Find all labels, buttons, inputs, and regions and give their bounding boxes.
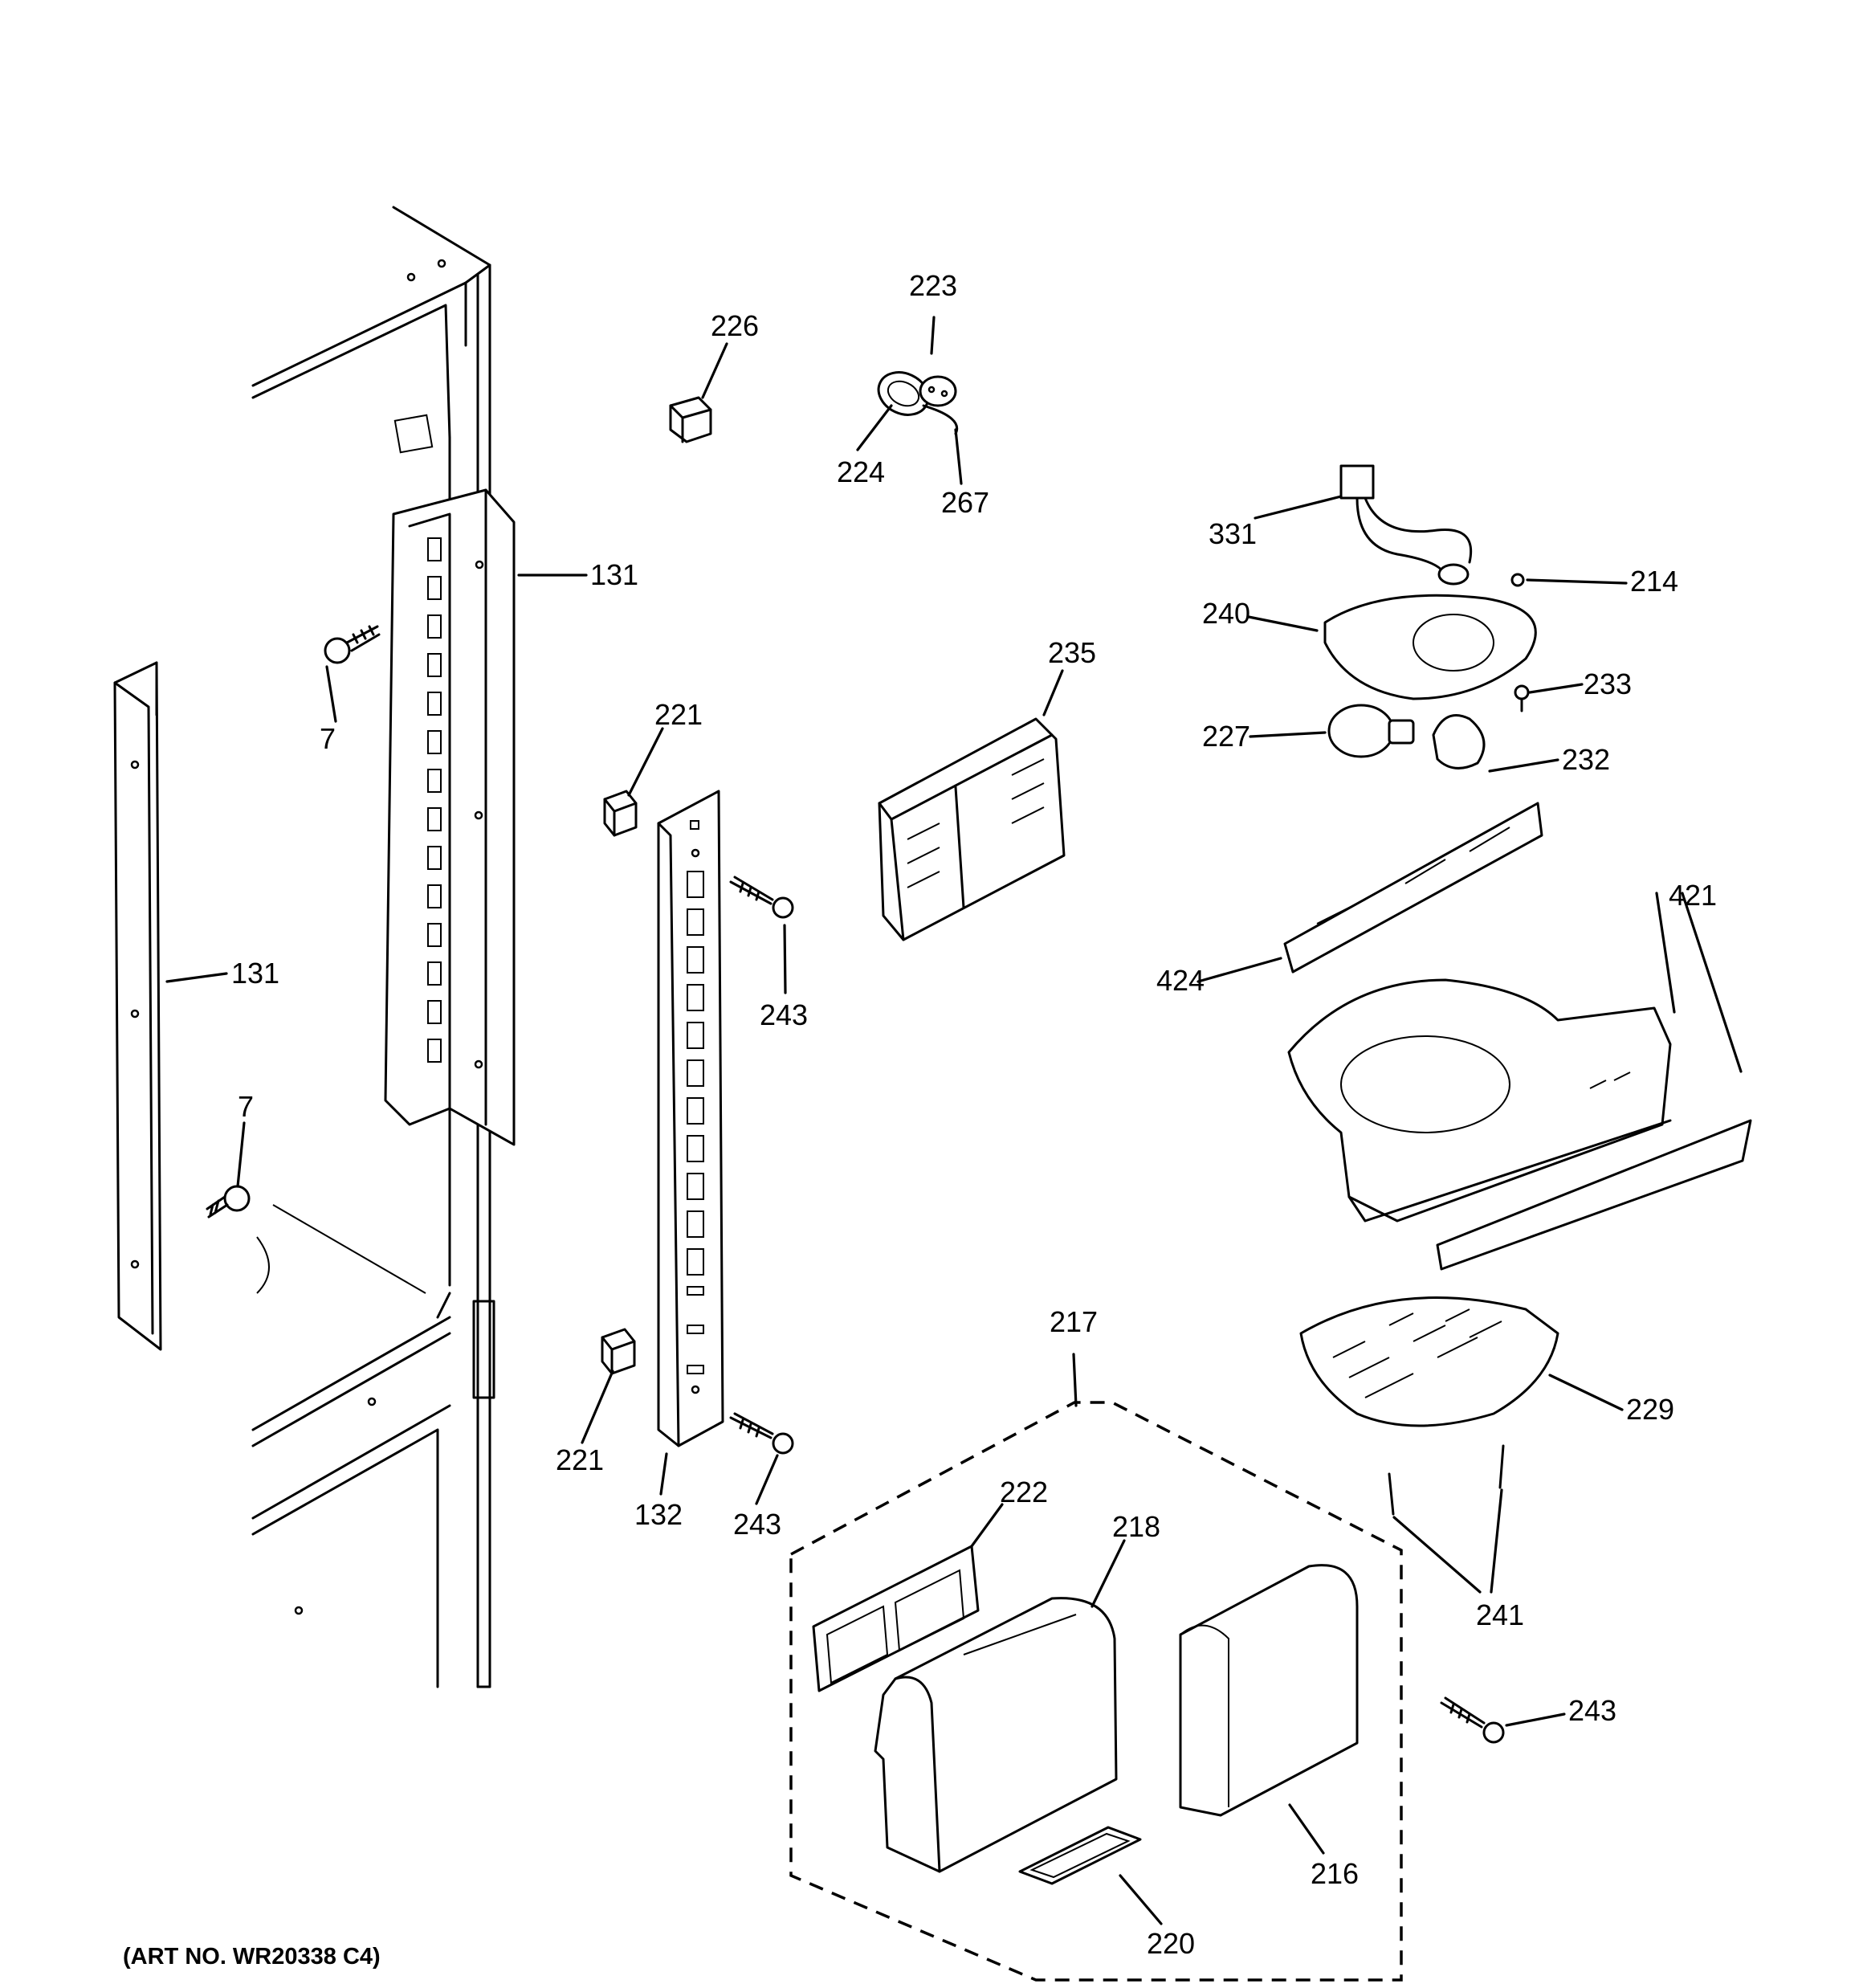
callout-132: 132 [634,1498,683,1531]
rail-slots [687,871,704,1374]
callout-240: 240 [1202,597,1250,630]
callout-424: 424 [1156,964,1205,997]
callout-220: 220 [1147,1927,1195,1960]
part-220-seal [1018,1826,1142,1885]
bracket-slots [427,537,442,1063]
part-241-screws [1388,1444,1505,1516]
part-243-screw-upper [729,876,794,919]
callout-243-middle: 243 [733,1508,781,1541]
callout-labels: 223 226 224 267 331 214 131 240 235 233 … [123,269,1717,1970]
callout-222: 222 [1000,1476,1048,1508]
part-267-wire [922,404,958,435]
callout-7-upper: 7 [320,722,336,755]
part-214-nut [1510,573,1525,587]
part-221-clip-lower [601,1328,636,1375]
part-218-housing [874,1597,1118,1873]
part-227-bulb [1327,704,1415,758]
callout-216: 216 [1311,1857,1359,1890]
part-132-rail [657,790,724,1447]
callout-221-upper: 221 [654,698,703,731]
leader-lines [165,316,1743,1925]
part-7-screw-lower [206,1185,251,1219]
part-243-screw-middle [729,1412,794,1455]
part-131-lower-strip [113,661,162,1351]
callout-243-lower: 243 [1568,1694,1616,1727]
part-331-wire-harness [1339,464,1473,586]
part-226-switch [669,396,712,443]
part-233-screw [1514,684,1530,712]
callout-267: 267 [941,486,989,519]
part-217-assembly-outline [789,1401,1403,1982]
callout-227: 227 [1202,720,1250,753]
callout-221-lower: 221 [556,1443,604,1476]
part-222-gasket-frame [812,1545,980,1692]
callout-217: 217 [1050,1305,1098,1338]
callout-243-upper: 243 [760,998,808,1031]
callout-233: 233 [1584,667,1632,700]
callout-226: 226 [711,309,759,342]
part-424-control-board [1283,802,1543,974]
callout-7-lower: 7 [238,1090,254,1123]
art-number: (ART NO. WR20338 C4) [123,1944,381,1970]
part-221-clip-upper [603,790,638,837]
callout-235: 235 [1048,636,1096,669]
callout-229: 229 [1626,1393,1674,1426]
callout-131-upper: 131 [590,558,638,591]
part-235-vent-cover [878,717,1066,941]
callout-331: 331 [1209,517,1257,550]
part-229-grille [1299,1296,1559,1427]
callout-214: 214 [1630,565,1678,598]
callout-131-lower: 131 [231,957,279,990]
part-7-screw-upper [324,625,381,664]
part-421-lens [1436,1119,1752,1271]
part-216-cover [1179,1564,1359,1817]
callout-232: 232 [1562,743,1610,776]
part-243-screw-lower [1440,1696,1505,1744]
callout-241: 241 [1476,1598,1524,1631]
part-240-light-shield [1323,594,1537,700]
callout-224: 224 [837,455,885,488]
callout-421: 421 [1669,879,1717,912]
part-131-upper-bracket [384,488,516,1146]
part-224-sensor-housing [877,371,930,416]
part-421-light-housing [1287,978,1672,1223]
part-232-socket [1432,714,1486,769]
part-223-sensor-plate [919,375,957,407]
callout-223: 223 [909,269,957,302]
callout-218: 218 [1112,1510,1160,1543]
